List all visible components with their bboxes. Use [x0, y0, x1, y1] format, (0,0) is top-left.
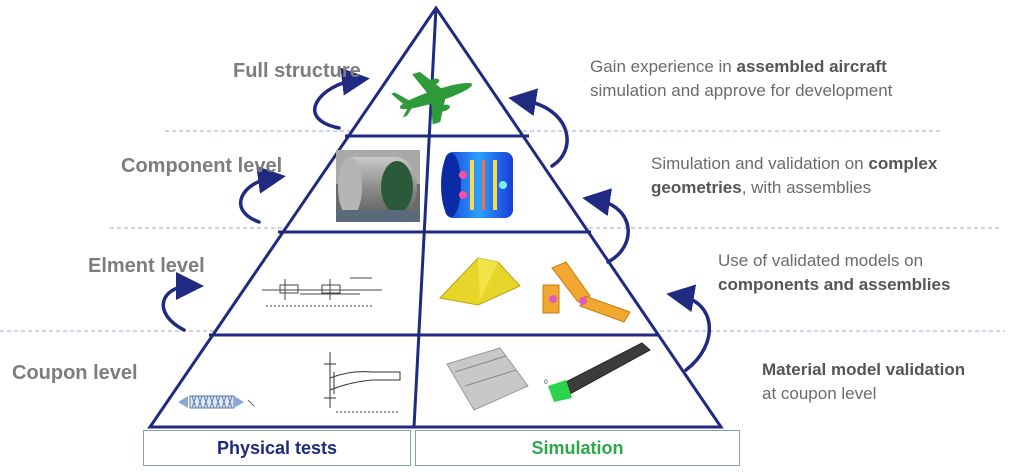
- desc-text: at coupon level: [762, 384, 877, 403]
- arrow-left-3: [161, 272, 204, 332]
- arrow-right-3: [666, 284, 711, 372]
- simulation-label: Simulation: [415, 430, 740, 466]
- description-component: Simulation and validation on complex geo…: [651, 152, 937, 200]
- physical-tests-label: Physical tests: [143, 430, 411, 466]
- arrow-left-1: [313, 67, 370, 130]
- level-label-element: Elment level: [88, 255, 205, 277]
- cylinder-fea-model: [441, 152, 513, 218]
- desc-bold: Material model validation: [762, 360, 966, 379]
- desc-text: Gain experience in: [590, 57, 737, 76]
- element-joint-drawing: [262, 277, 382, 307]
- description-element: Use of validated models on components an…: [718, 249, 950, 297]
- curved-arrows: [161, 67, 711, 372]
- simulation-text: Simulation: [531, 437, 624, 458]
- arrow-right-1: [508, 88, 569, 168]
- desc-text: Use of validated models on: [718, 251, 924, 270]
- level-label-coupon: Coupon level: [12, 362, 138, 384]
- pyramid-outline: [147, 5, 724, 429]
- desc-text: simulation and approve for development: [590, 81, 893, 100]
- pyramid-center-divider: [412, 7, 438, 428]
- description-full-structure: Gain experience in assembled aircraft si…: [590, 55, 892, 103]
- level-separators: [0, 130, 1005, 332]
- coupon-fea-model: 0: [446, 342, 651, 411]
- desc-text: Simulation and validation on: [651, 154, 869, 173]
- coupon-test-drawing: [324, 352, 401, 413]
- description-coupon: Material model validation at coupon leve…: [762, 358, 965, 406]
- svg-text:0: 0: [544, 379, 548, 386]
- desc-bold: components and assemblies: [718, 275, 951, 294]
- desc-text: , with assemblies: [741, 178, 872, 197]
- arrow-right-2: [582, 188, 630, 264]
- coupon-specimen-icon: [178, 395, 255, 409]
- cylinder-photo: [336, 150, 420, 222]
- airplane-icon: [391, 71, 473, 125]
- desc-bold: complex: [868, 154, 938, 173]
- level-label-full-structure: Full structure: [233, 60, 361, 82]
- pyramid: [147, 5, 724, 429]
- arrow-left-2: [238, 165, 286, 224]
- desc-bold: geometries: [651, 178, 742, 197]
- physical-tests-text: Physical tests: [216, 437, 338, 458]
- desc-bold: assembled aircraft: [736, 57, 887, 76]
- level-label-component: Component level: [121, 155, 283, 177]
- element-fea-parts: [439, 257, 631, 323]
